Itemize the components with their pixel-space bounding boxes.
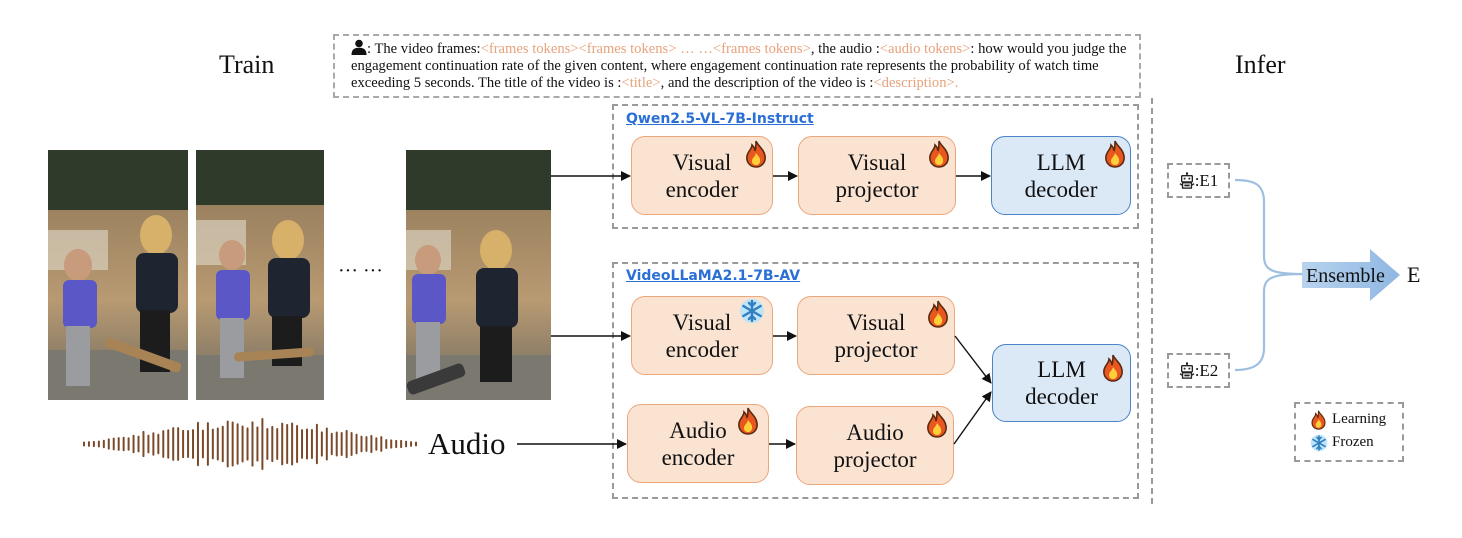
audio-waveform [83,418,417,470]
m2-llm-decoder: LLM decoder [992,344,1131,422]
frames-tokens: <frames tokens><frames tokens> … …<frame… [480,41,811,57]
m1-llm-decoder: LLM decoder [991,136,1131,215]
legend-frozen: Frozen [1332,434,1374,450]
m2-audio-projector: Audio projector [796,406,954,485]
videollama-model-container [612,262,1139,499]
audio-label: Audio [428,426,506,461]
m1-llm-decoder-label: LLM decoder [1024,149,1098,202]
videollama-model-title: VideoLLaMA2.1-7B-AV [626,268,801,284]
train-infer-divider [1151,98,1153,504]
infer-label: Infer [1235,50,1286,79]
frames-ellipsis: ··· ··· [338,260,383,282]
legend: Learning Frozen [1294,402,1404,462]
ensemble-arrow [1302,249,1400,301]
description-token: <description> [873,75,955,91]
m2-llm-decoder-label: LLM decoder [1025,357,1098,409]
m2-visual-encoder-label: Visual encoder [665,309,739,362]
train-label: Train [219,50,275,79]
m2-visual-projector-label: Visual projector [834,309,918,362]
m2-audio-projector-label: Audio projector [833,419,917,472]
expert-e1-label: :E1 [1194,170,1219,190]
snowflake-icon [1310,434,1328,452]
prompt-text-1: : The video frames: [367,41,481,57]
robot-icon [1179,362,1195,380]
robot-icon [1179,172,1195,190]
prompt-text-2: , the audio : [810,41,880,57]
m1-visual-projector: Visual projector [798,136,956,215]
title-token: <title> [621,75,661,91]
qwen-model-title: Qwen2.5-VL-7B-Instruct [626,111,814,127]
audio-tokens: <audio tokens> [879,41,971,57]
prompt-box: : The video frames:<frames tokens><frame… [333,34,1141,98]
ensemble-brace [1234,178,1303,372]
prompt-text-4: , and the description of the video is : [660,75,874,91]
expert-e2-label: :E2 [1194,360,1219,380]
qwen-model-container [612,104,1139,229]
prompt-end: . [954,75,959,91]
video-frame-1 [48,150,188,400]
expert-e2: :E2 [1167,353,1230,388]
m1-visual-projector-label: Visual projector [835,149,919,202]
video-frame-3 [406,150,551,400]
user-icon [351,39,367,55]
video-frame-2 [196,150,324,400]
m1-visual-encoder-label: Visual encoder [665,149,739,202]
expert-e1: :E1 [1167,163,1230,198]
m1-visual-encoder: Visual encoder [631,136,773,215]
legend-learning: Learning [1332,411,1387,427]
m2-audio-encoder-label: Audio encoder [661,417,735,470]
ensemble-result: E [1407,262,1421,287]
m2-visual-projector: Visual projector [797,296,955,375]
ensemble-label: Ensemble [1306,265,1385,287]
prompt-text-3: : how would you judge the engagement con… [351,41,1127,91]
fire-icon [1310,410,1327,430]
